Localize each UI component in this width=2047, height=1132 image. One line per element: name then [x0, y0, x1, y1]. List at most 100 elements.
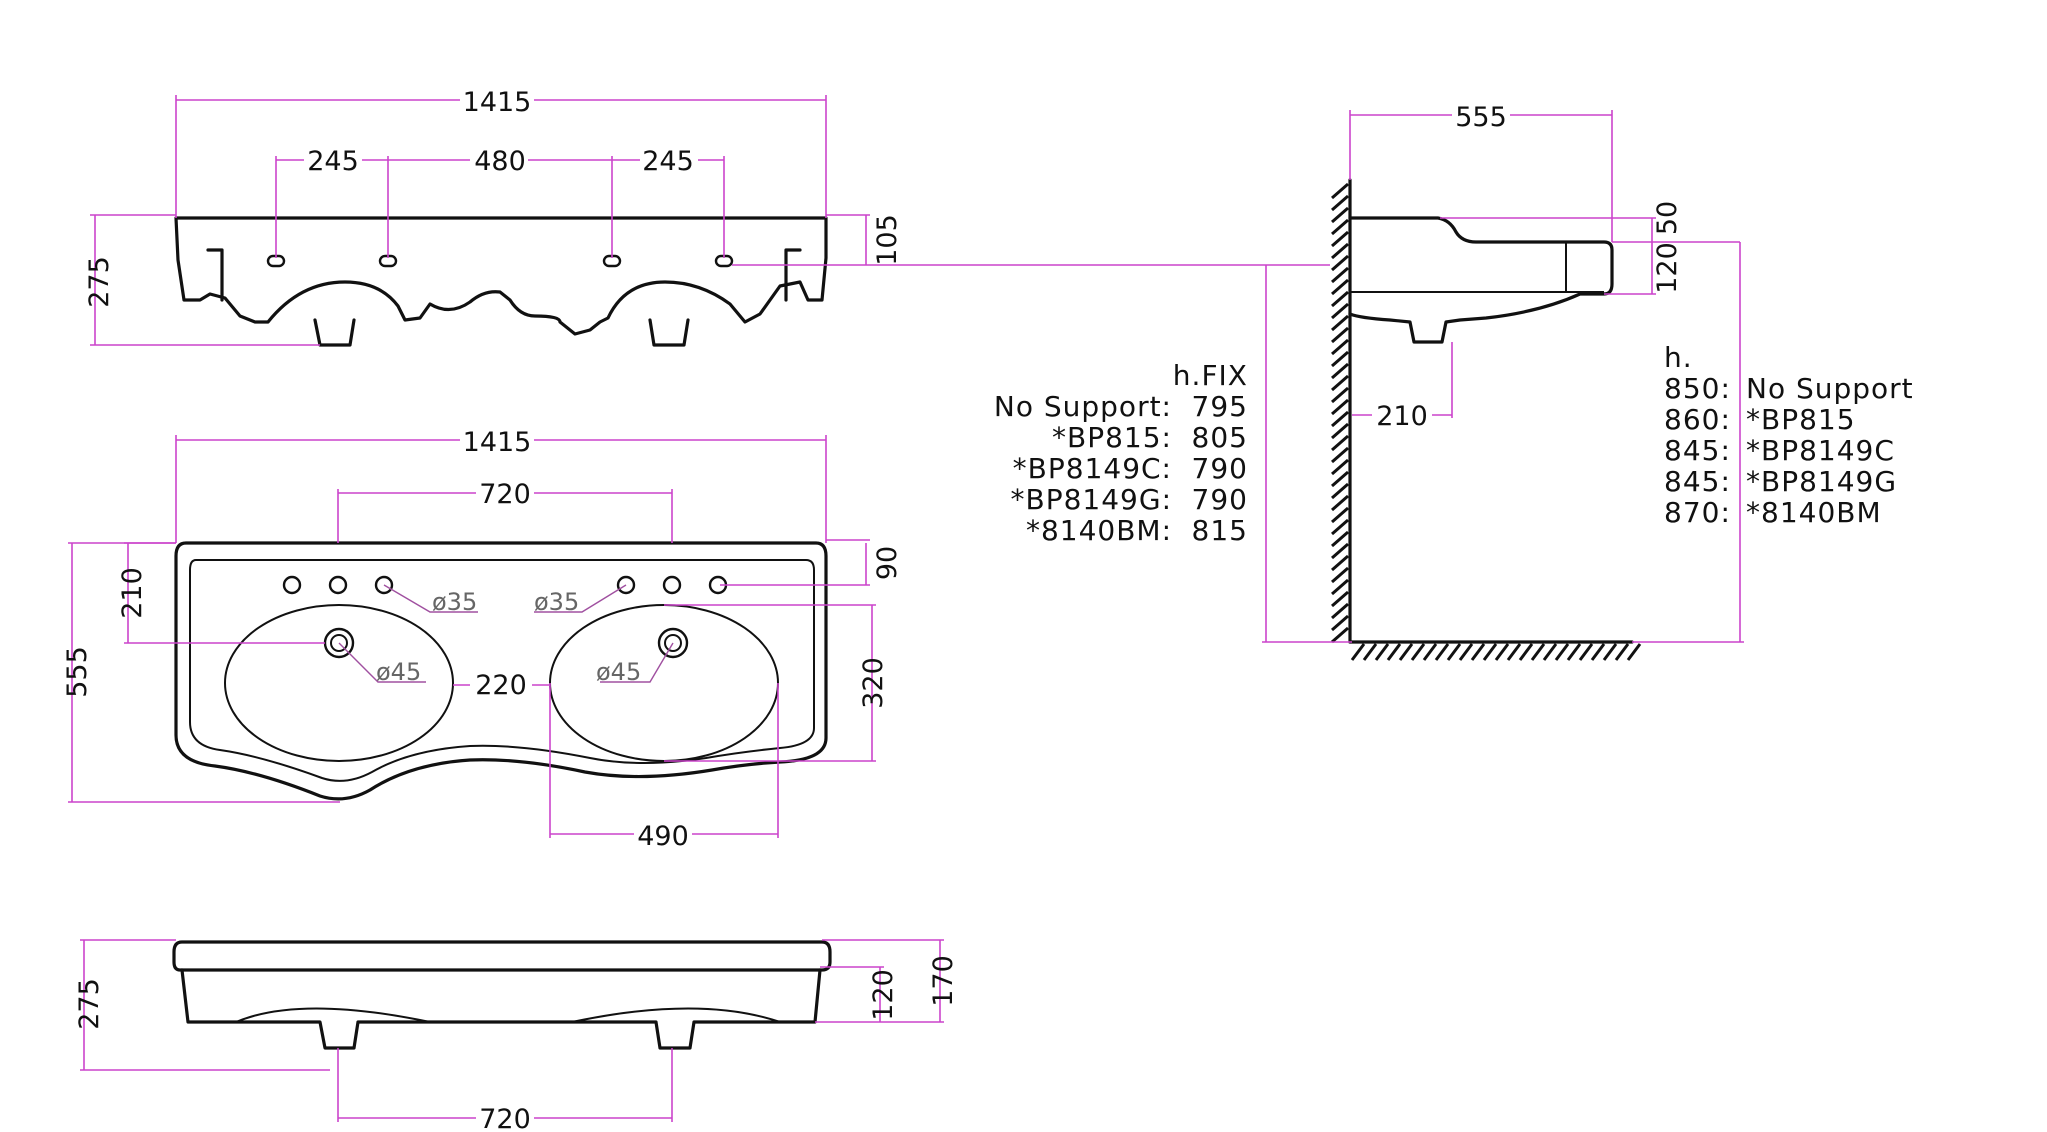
wall-hatch-line	[1331, 470, 1349, 488]
wall-hatch-line	[1331, 290, 1349, 308]
floor-hatch-line	[1374, 643, 1390, 661]
floor-hatch-line	[1590, 643, 1606, 661]
front-view-bowl-left	[235, 1007, 431, 1023]
top-view-waste-left	[313, 318, 356, 347]
floor-hatch-line	[1602, 643, 1618, 661]
floor-hatch-line	[1566, 643, 1582, 661]
waste-right-inner	[664, 634, 682, 652]
top-view-outline	[174, 216, 828, 336]
wall-hatch-line	[1331, 602, 1349, 620]
top-height-label: 275	[84, 256, 115, 308]
wall-hatch-line	[1331, 458, 1349, 476]
wall-hatch-line	[1331, 446, 1349, 464]
floor-hatch-line	[1482, 643, 1498, 661]
tap-hole-1	[282, 575, 302, 595]
floor-hatch-line	[1398, 643, 1414, 661]
overall-height-table: h. 850: No Support 860: *BP815 845: *BP8…	[1664, 341, 1913, 529]
top-view: 1415 245 480 245 275 105	[84, 86, 1330, 347]
h-row-5-value: 870:	[1664, 496, 1731, 529]
floor-hatch-line	[1494, 643, 1510, 661]
wall-hatch-line	[1331, 218, 1349, 236]
wall-hatch-line	[1331, 182, 1349, 200]
floor-hatch-line	[1386, 643, 1402, 661]
wall-hatch-line	[1331, 194, 1349, 212]
floor-hatch-line	[1530, 643, 1546, 661]
waste-left-label: ø45	[376, 658, 421, 686]
wall-hatch-line	[1331, 206, 1349, 224]
wall-hatch-line	[1331, 482, 1349, 500]
tap-hole-left-label: ø35	[432, 588, 477, 616]
plan-gap-label: 220	[475, 670, 527, 701]
h-row-4-value: 845:	[1664, 465, 1731, 498]
top-right-height-label: 105	[872, 214, 903, 266]
fix-table-header: h.FIX	[1173, 359, 1248, 392]
front-height-label: 275	[74, 978, 105, 1030]
wall-hatch-line	[1331, 278, 1349, 296]
floor-hatch-line	[1554, 643, 1570, 661]
top-view-bracket-left	[206, 248, 224, 302]
wall-hatch-line	[1331, 302, 1349, 320]
plan-back-to-taps-label: 90	[872, 546, 903, 580]
floor-hatch-line	[1350, 643, 1366, 661]
fix-row-1-value: 795	[1192, 390, 1248, 423]
wall-hatch-line	[1331, 410, 1349, 428]
front-view-bowl-right	[571, 1007, 781, 1023]
right-bowl	[549, 604, 779, 762]
plan-inner-rim	[189, 559, 815, 782]
floor-hatch-line	[1434, 643, 1450, 661]
wall-hatch-line	[1331, 614, 1349, 632]
wall-hatch-line	[1331, 494, 1349, 512]
fixing-height-table: h.FIX No Support: 795 *BP815: 805 *BP814…	[994, 359, 1248, 547]
front-waste-spacing-label: 720	[479, 1104, 531, 1132]
tap-hole-right-label: ø35	[534, 588, 579, 616]
side-top-offset-label: 50	[1652, 201, 1683, 235]
wall-hatch-line	[1331, 434, 1349, 452]
wall-hatch-line	[1331, 398, 1349, 416]
plan-tap-spacing-label: 720	[479, 479, 531, 510]
side-depth-label: 555	[1455, 102, 1507, 133]
fix-row-5-label: *8140BM:	[1026, 514, 1172, 547]
fix-row-3-value: 790	[1192, 452, 1248, 485]
floor-hatch-line	[1626, 643, 1642, 661]
floor-hatching	[1350, 643, 1642, 661]
wall-hatch-line	[1331, 386, 1349, 404]
h-row-2-value: 860:	[1664, 403, 1731, 436]
wall-hatch-line	[1331, 506, 1349, 524]
wall-hatch-line	[1331, 374, 1349, 392]
h-row-4-label: *BP8149G	[1746, 465, 1897, 498]
floor-hatch-line	[1542, 643, 1558, 661]
h-row-2-label: *BP815	[1746, 403, 1856, 436]
tap-hole-5	[662, 575, 682, 595]
floor-hatch-line	[1506, 643, 1522, 661]
plan-width-label: 1415	[463, 427, 532, 458]
wall-hatch-line	[1331, 338, 1349, 356]
wall-hatch-line	[1331, 254, 1349, 272]
wall-hatch-line	[1331, 230, 1349, 248]
h-table-header: h.	[1664, 341, 1693, 374]
h-row-3-label: *BP8149C	[1746, 434, 1895, 467]
h-row-1-value: 850:	[1664, 372, 1731, 405]
plan-view: ø35 ø35 ø45 ø45 1415 720 90 210 555 220 …	[62, 426, 903, 852]
fix-row-3-label: *BP8149C:	[1013, 452, 1172, 485]
wall-hatch-line	[1331, 314, 1349, 332]
top-center-spacing-label: 480	[474, 146, 526, 177]
fix-row-2-label: *BP815:	[1052, 421, 1172, 454]
plan-depth-label: 555	[62, 646, 93, 698]
wall-hatch-line	[1331, 350, 1349, 368]
side-rim-height-label: 120	[1652, 242, 1683, 294]
wall-hatching	[1331, 182, 1349, 644]
floor-hatch-line	[1446, 643, 1462, 661]
plan-bowl-depth-label: 320	[858, 657, 889, 709]
floor-hatch-line	[1578, 643, 1594, 661]
fix-row-1-label: No Support:	[994, 390, 1172, 423]
wall-hatch-line	[1331, 566, 1349, 584]
floor-hatch-line	[1518, 643, 1534, 661]
floor-hatch-line	[1362, 643, 1378, 661]
waste-left-inner	[330, 634, 348, 652]
wall-hatch-line	[1331, 326, 1349, 344]
top-view-waste-right	[648, 318, 690, 347]
wall-hatch-line	[1331, 554, 1349, 572]
floor-hatch-line	[1470, 643, 1486, 661]
top-view-bracket-right	[784, 248, 802, 302]
